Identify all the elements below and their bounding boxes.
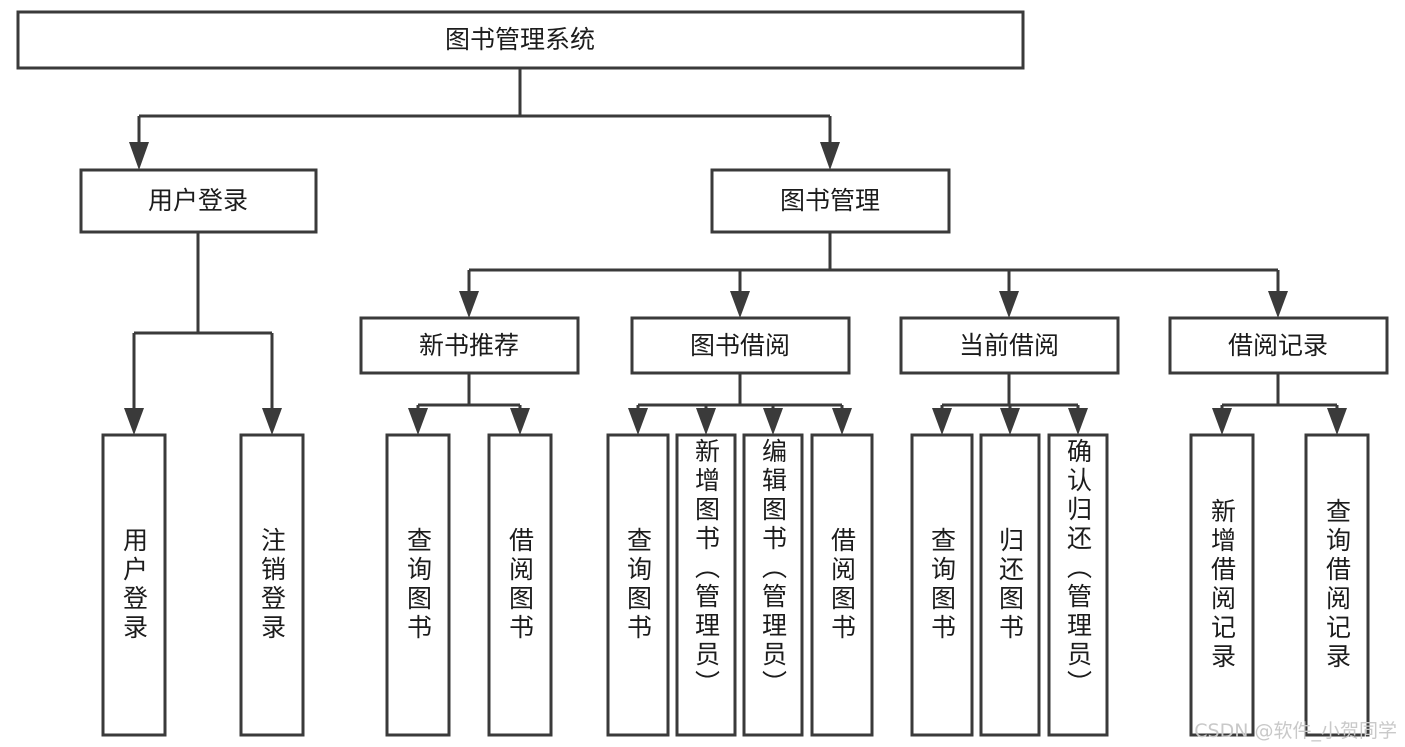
- leaf-book-borrow-4-box[interactable]: [810, 433, 874, 737]
- leaf-user-login-1-label: 用户登录: [119, 527, 149, 643]
- node-book-borrow-box[interactable]: [630, 316, 851, 375]
- leaf-book-borrow-2-box[interactable]: [675, 433, 737, 737]
- arrowhead-borrow-leaf-1: [628, 408, 648, 435]
- leaf-book-borrow-1-box[interactable]: [606, 433, 670, 737]
- leaf-current-borrow-2[interactable]: [979, 433, 1041, 737]
- arrowhead-borrow-leaf-4: [832, 408, 852, 435]
- leaf-user-login-2[interactable]: [239, 433, 305, 737]
- arrowhead-bookmgmt-to-current: [999, 291, 1019, 318]
- node-root-box[interactable]: [16, 10, 1025, 70]
- node-root[interactable]: 图书管理系统: [16, 10, 1025, 70]
- node-book-management[interactable]: 图书管理: [710, 168, 951, 234]
- leaf-current-borrow-2-box[interactable]: [979, 433, 1041, 737]
- node-user-login-box[interactable]: [79, 168, 318, 234]
- node-user-login-label: 用户登录: [148, 186, 248, 215]
- node-borrow-record[interactable]: 借阅记录: [1168, 316, 1389, 375]
- node-book-borrow[interactable]: 图书借阅: [630, 316, 851, 375]
- leaf-new-book-2-box[interactable]: [487, 433, 553, 737]
- node-book-borrow-label: 图书借阅: [690, 331, 790, 360]
- leaf-current-borrow-1-box[interactable]: [910, 433, 974, 737]
- leaf-new-book-1[interactable]: [385, 433, 451, 737]
- leaf-user-login-1[interactable]: [101, 433, 167, 737]
- node-borrow-record-label: 借阅记录: [1228, 331, 1328, 360]
- node-current-borrow-label: 当前借阅: [959, 331, 1059, 360]
- arrowhead-new-leaf-2: [510, 408, 530, 435]
- arrowhead-root-to-user: [129, 142, 149, 170]
- node-new-book-recommend[interactable]: 新书推荐: [359, 316, 580, 375]
- leaf-borrow-record-2-label: 查询借阅记录: [1322, 498, 1352, 672]
- arrowhead-record-leaf-2: [1327, 408, 1347, 435]
- node-user-login[interactable]: 用户登录: [79, 168, 318, 234]
- arrowhead-bookmgmt-to-record: [1268, 291, 1288, 318]
- node-borrow-record-box[interactable]: [1168, 316, 1389, 375]
- leaf-new-book-2[interactable]: [487, 433, 553, 737]
- arrowhead-record-leaf-1: [1212, 408, 1232, 435]
- leaf-current-borrow-1-label: 查询图书: [927, 527, 957, 643]
- node-current-borrow-box[interactable]: [899, 316, 1120, 375]
- arrowhead-bookmgmt-to-borrow: [730, 291, 750, 318]
- arrowhead-borrow-leaf-3: [763, 408, 783, 435]
- arrowhead-user-leaf-2: [262, 408, 282, 435]
- node-book-management-label: 图书管理: [780, 186, 880, 215]
- leaf-user-login-1-box[interactable]: [101, 433, 167, 737]
- leaf-borrow-record-2-box[interactable]: [1304, 433, 1370, 737]
- leaf-current-borrow-1[interactable]: [910, 433, 974, 737]
- arrowhead-new-leaf-1: [408, 408, 428, 435]
- leaf-borrow-record-1[interactable]: [1189, 433, 1255, 737]
- leaf-current-borrow-3[interactable]: [1047, 433, 1109, 737]
- node-current-borrow[interactable]: 当前借阅: [899, 316, 1120, 375]
- leaf-user-login-2-box[interactable]: [239, 433, 305, 737]
- connector-layer: [124, 68, 1347, 435]
- leaf-user-login-2-label: 注销登录: [257, 527, 287, 643]
- leaf-book-borrow-4-label: 借阅图书: [827, 527, 857, 643]
- node-new-book-recommend-box[interactable]: [359, 316, 580, 375]
- arrowhead-current-leaf-1: [932, 408, 952, 435]
- leaf-current-borrow-3-box[interactable]: [1047, 433, 1109, 737]
- leaf-book-borrow-3-label: 编辑图书（管理员）: [758, 438, 788, 699]
- leaf-book-borrow-2-label: 新增图书（管理员）: [691, 438, 721, 699]
- leaf-book-borrow-1[interactable]: [606, 433, 670, 737]
- arrowhead-current-leaf-2: [1000, 408, 1020, 435]
- leaf-book-borrow-2[interactable]: [675, 433, 737, 737]
- leaf-borrow-record-1-box[interactable]: [1189, 433, 1255, 737]
- arrowhead-root-to-bookmgmt: [820, 142, 840, 170]
- arrowhead-bookmgmt-to-new: [459, 291, 479, 318]
- node-book-management-box[interactable]: [710, 168, 951, 234]
- leaf-borrow-record-1-label: 新增借阅记录: [1207, 498, 1237, 672]
- leaf-current-borrow-3-label: 确认归还（管理员）: [1063, 438, 1093, 699]
- leaf-book-borrow-1-label: 查询图书: [623, 527, 653, 643]
- leaf-borrow-record-2[interactable]: [1304, 433, 1370, 737]
- leaf-new-book-1-box[interactable]: [385, 433, 451, 737]
- leaf-new-book-1-label: 查询图书: [403, 527, 433, 643]
- leaf-book-borrow-3[interactable]: [742, 433, 804, 737]
- leaf-book-borrow-4[interactable]: [810, 433, 874, 737]
- node-new-book-recommend-label: 新书推荐: [419, 331, 519, 360]
- leaf-new-book-2-label: 借阅图书: [505, 527, 535, 643]
- node-root-label: 图书管理系统: [445, 25, 595, 54]
- arrowhead-user-leaf-1: [124, 408, 144, 435]
- arrowhead-current-leaf-3: [1068, 408, 1088, 435]
- leaf-book-borrow-3-box[interactable]: [742, 433, 804, 737]
- leaf-current-borrow-2-label: 归还图书: [995, 527, 1025, 643]
- arrowhead-borrow-leaf-2: [696, 408, 716, 435]
